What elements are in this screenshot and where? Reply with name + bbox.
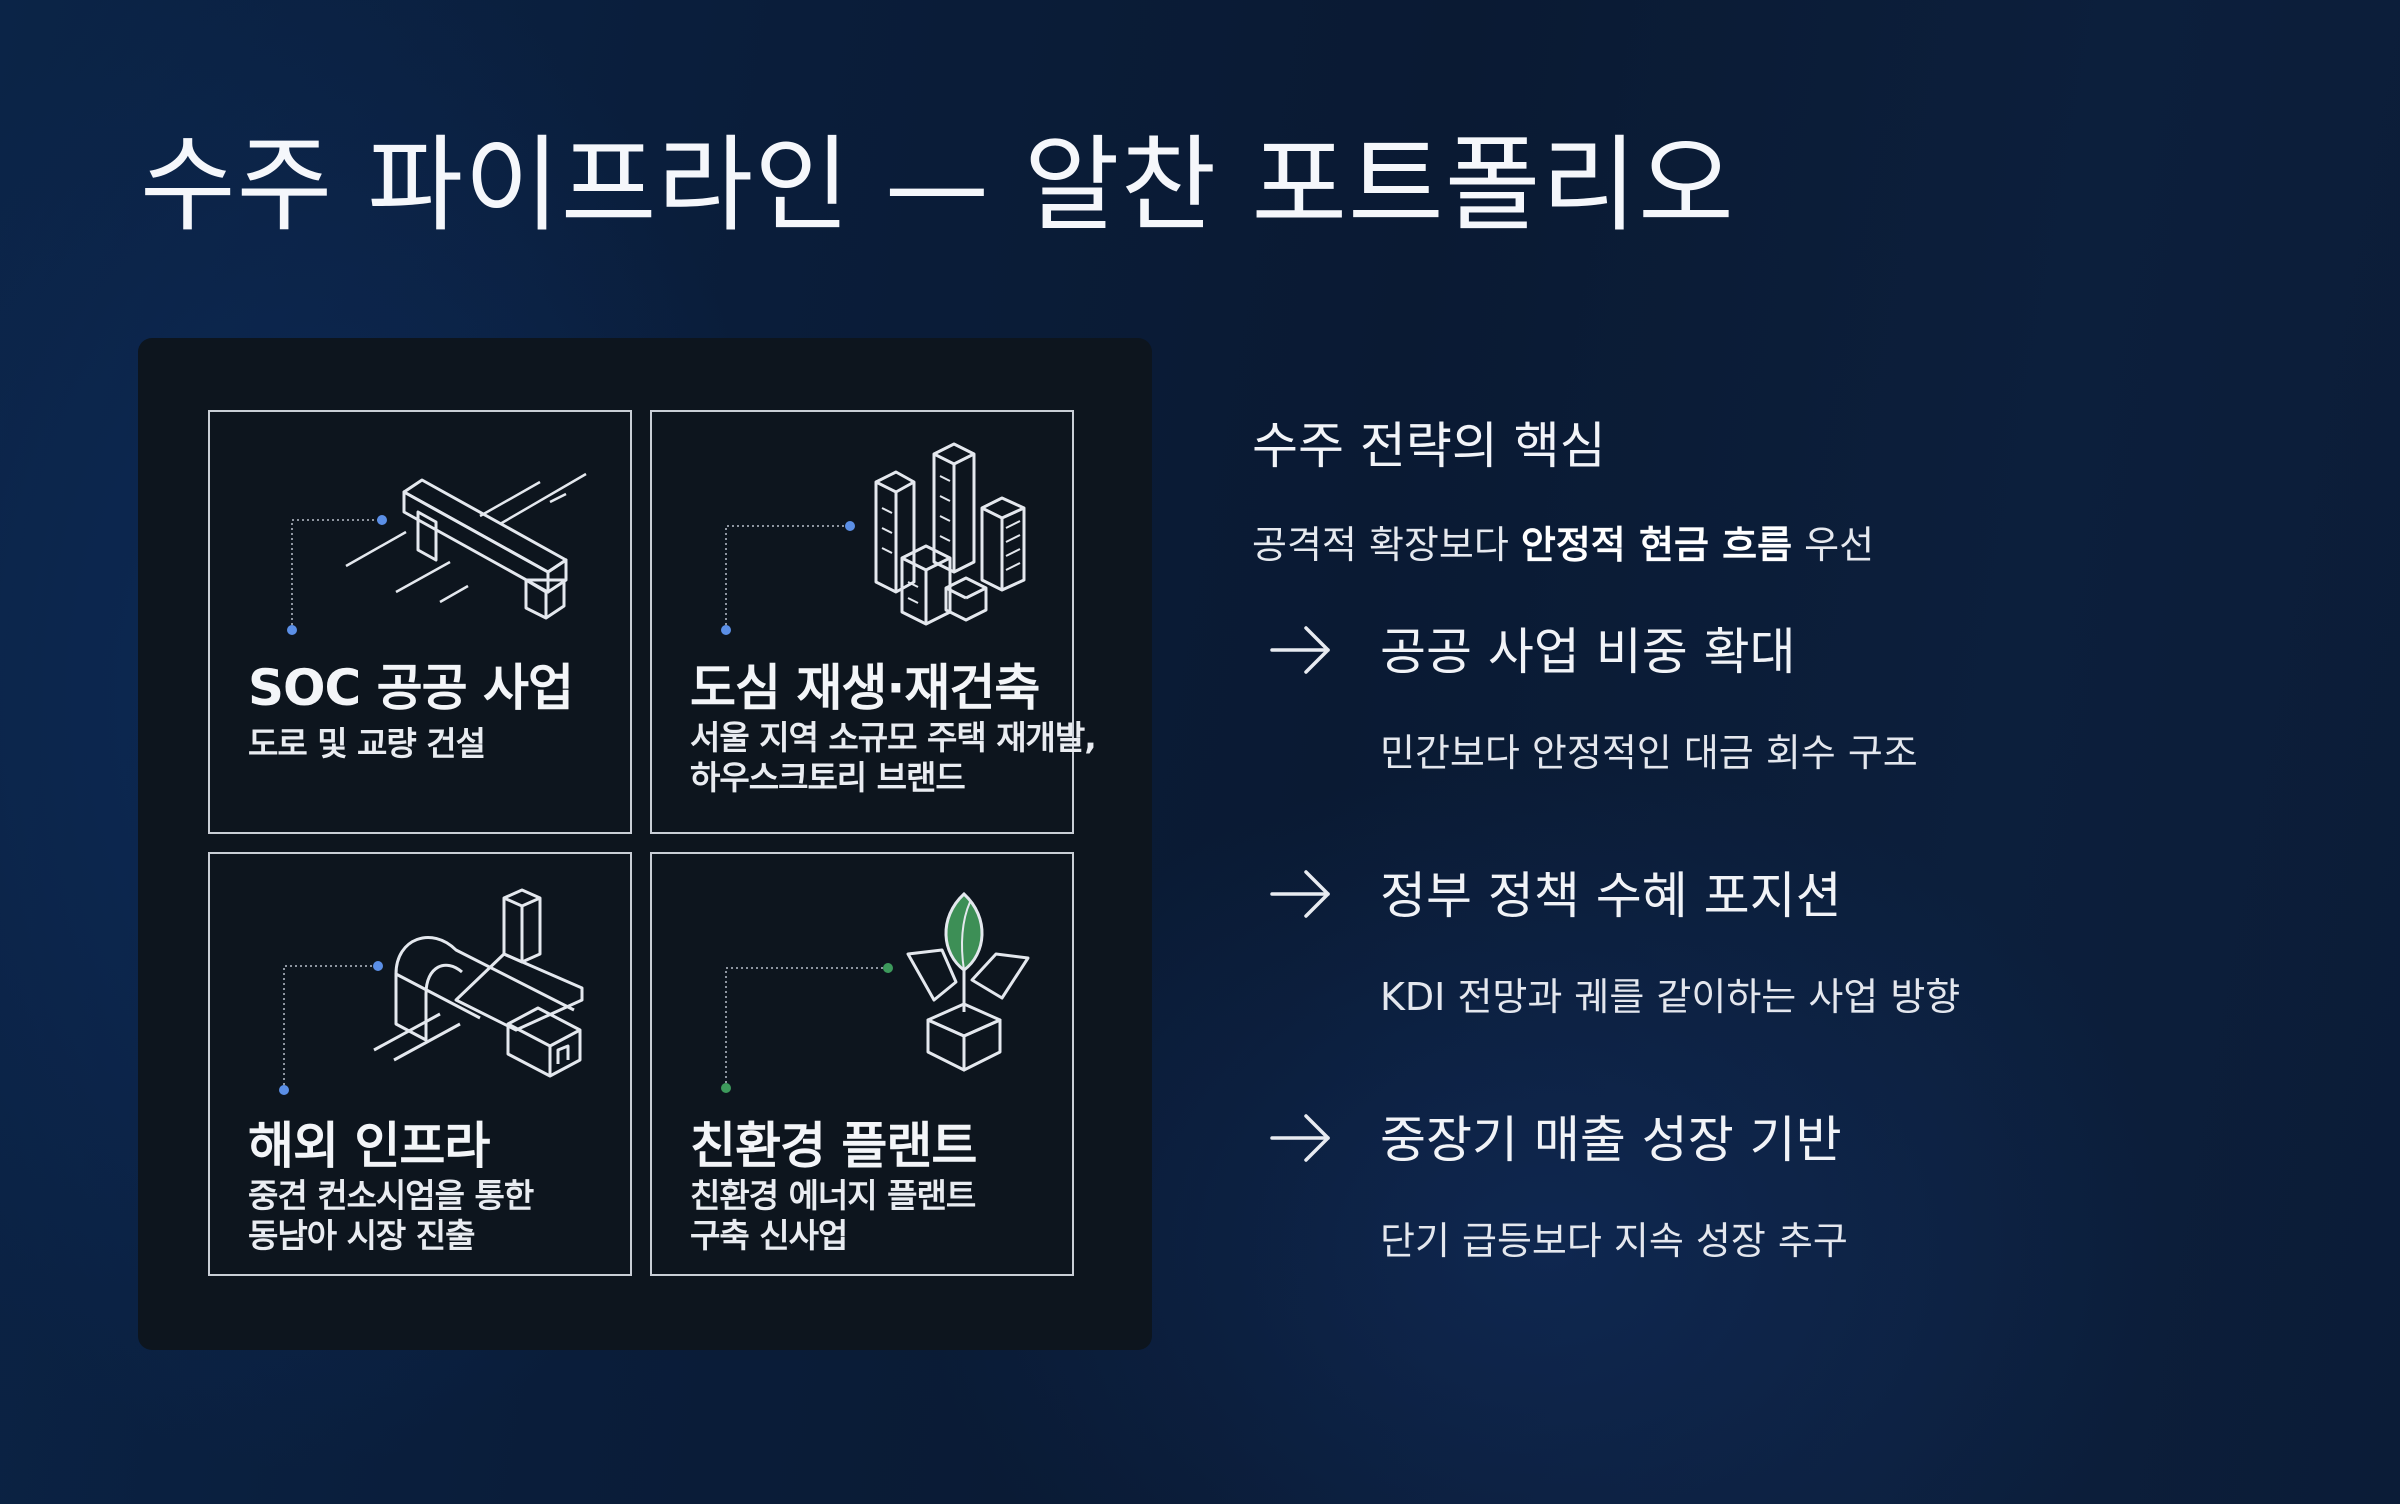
card-title: 해외 인프라	[248, 1117, 490, 1175]
card-title: 도심 재생·재건축	[690, 659, 1040, 717]
card-subtitle: 도로 및 교량 건설	[248, 724, 486, 763]
card-eco-plant: 친환경 플랜트 친환경 에너지 플랜트 구축 신사업	[650, 852, 1074, 1276]
strategy-item-title: 정부 정책 수혜 포지션	[1380, 867, 1842, 925]
card-soc: SOC 공공 사업 도로 및 교량 건설	[208, 410, 632, 834]
plant-sprout-icon	[721, 891, 1030, 1093]
strategy-item: 공공 사업 비중 확대 민간보다 안정적인 대금 회수 구조	[1252, 612, 2352, 775]
arrow-right-icon	[1270, 870, 1330, 918]
strategy-item-desc: 민간보다 안정적인 대금 회수 구조	[1380, 731, 1918, 775]
card-subtitle: 친환경 에너지 플랜트 구축 신사업	[690, 1176, 976, 1255]
card-subtitle: 중견 컨소시엄을 통한 동남아 시장 진출	[248, 1176, 534, 1255]
strategy-heading: 수주 전략의 핵심	[1252, 417, 1606, 475]
strategy-lead-emphasis: 안정적 현금 흐름	[1520, 523, 1793, 567]
portfolio-panel: SOC 공공 사업 도로 및 교량 건설	[138, 338, 1152, 1350]
strategy-item-title: 중장기 매출 성장 기반	[1380, 1111, 1842, 1169]
strategy-lead: 공격적 확장보다 안정적 현금 흐름 우선	[1252, 523, 1875, 567]
card-subtitle: 서울 지역 소규모 주택 재개발, 하우스크토리 브랜드	[690, 718, 1097, 797]
slide-title: 수주 파이프라인 — 알찬 포트폴리오	[140, 124, 1735, 246]
arrow-right-icon	[1270, 626, 1330, 674]
strategy-item: 중장기 매출 성장 기반 단기 급등보다 지속 성장 추구	[1252, 1100, 2352, 1263]
strategy-item-title: 공공 사업 비중 확대	[1380, 623, 1796, 681]
arrow-right-icon	[1270, 1114, 1330, 1162]
strategy-item: 정부 정책 수혜 포지션 KDI 전망과 궤를 같이하는 사업 방향	[1252, 856, 2352, 1019]
card-title: 친환경 플랜트	[690, 1117, 977, 1175]
tunnel-infrastructure-icon	[279, 888, 584, 1095]
bridge-icon	[287, 472, 587, 635]
card-overseas-infra: 해외 인프라 중견 컨소시엄을 통한 동남아 시장 진출	[208, 852, 632, 1276]
buildings-icon	[721, 442, 1026, 635]
strategy-item-desc: 단기 급등보다 지속 성장 추구	[1380, 1219, 1848, 1263]
card-urban-regeneration: 도심 재생·재건축 서울 지역 소규모 주택 재개발, 하우스크토리 브랜드	[650, 410, 1097, 834]
strategy-item-desc: KDI 전망과 궤를 같이하는 사업 방향	[1380, 975, 1961, 1019]
card-title: SOC 공공 사업	[248, 659, 574, 717]
